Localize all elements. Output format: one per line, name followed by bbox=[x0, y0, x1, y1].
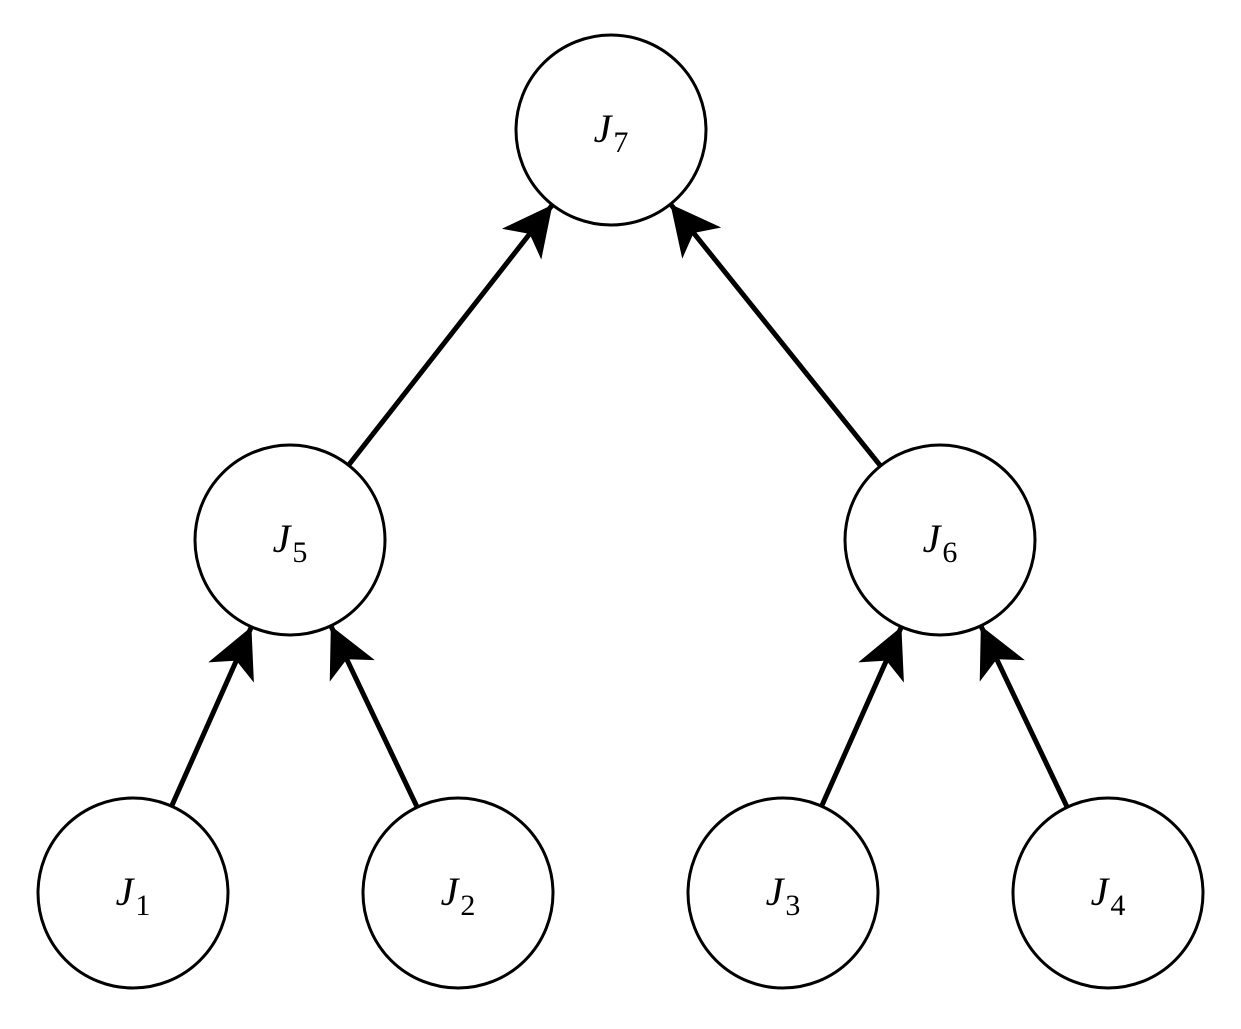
node-label-subscript: 3 bbox=[785, 889, 800, 922]
node-label: J7 bbox=[594, 106, 629, 159]
node-j1: J1 bbox=[36, 796, 230, 990]
node-j2: J2 bbox=[361, 796, 555, 990]
node-j7: J7 bbox=[514, 33, 708, 227]
node-circle bbox=[193, 443, 387, 637]
node-circle bbox=[514, 33, 708, 227]
node-label-letter: J bbox=[923, 516, 943, 561]
node-label-subscript: 5 bbox=[292, 536, 307, 569]
edge-j5-to-j7 bbox=[346, 203, 555, 467]
node-circle bbox=[361, 796, 555, 990]
node-label-letter: J bbox=[116, 869, 136, 914]
edge-j6-to-j7 bbox=[668, 202, 883, 468]
node-j3: J3 bbox=[686, 796, 880, 990]
node-label-letter: J bbox=[1091, 869, 1111, 914]
node-label: J1 bbox=[116, 869, 151, 922]
node-label: J3 bbox=[766, 869, 801, 922]
edge-j3-to-j6 bbox=[819, 625, 904, 808]
node-circle bbox=[843, 443, 1037, 637]
node-label: J6 bbox=[923, 516, 958, 569]
edge-j4-to-j6 bbox=[978, 624, 1070, 809]
node-label: J2 bbox=[441, 869, 476, 922]
node-j5: J5 bbox=[193, 443, 387, 637]
node-label-letter: J bbox=[441, 869, 461, 914]
edges-group bbox=[169, 202, 1070, 809]
node-circle bbox=[1011, 796, 1205, 990]
node-label-subscript: 6 bbox=[942, 536, 957, 569]
node-label: J5 bbox=[273, 516, 308, 569]
node-circle bbox=[36, 796, 230, 990]
node-label-letter: J bbox=[594, 106, 614, 151]
node-label-subscript: 1 bbox=[135, 889, 150, 922]
node-label-subscript: 4 bbox=[1110, 889, 1125, 922]
node-label-letter: J bbox=[766, 869, 786, 914]
node-label: J4 bbox=[1091, 869, 1126, 922]
node-label-subscript: 7 bbox=[613, 126, 628, 159]
node-label-letter: J bbox=[273, 516, 293, 561]
node-j4: J4 bbox=[1011, 796, 1205, 990]
node-circle bbox=[686, 796, 880, 990]
edge-j2-to-j5 bbox=[328, 624, 420, 809]
node-label-subscript: 2 bbox=[460, 889, 475, 922]
edge-j1-to-j5 bbox=[169, 625, 254, 808]
node-j6: J6 bbox=[843, 443, 1037, 637]
